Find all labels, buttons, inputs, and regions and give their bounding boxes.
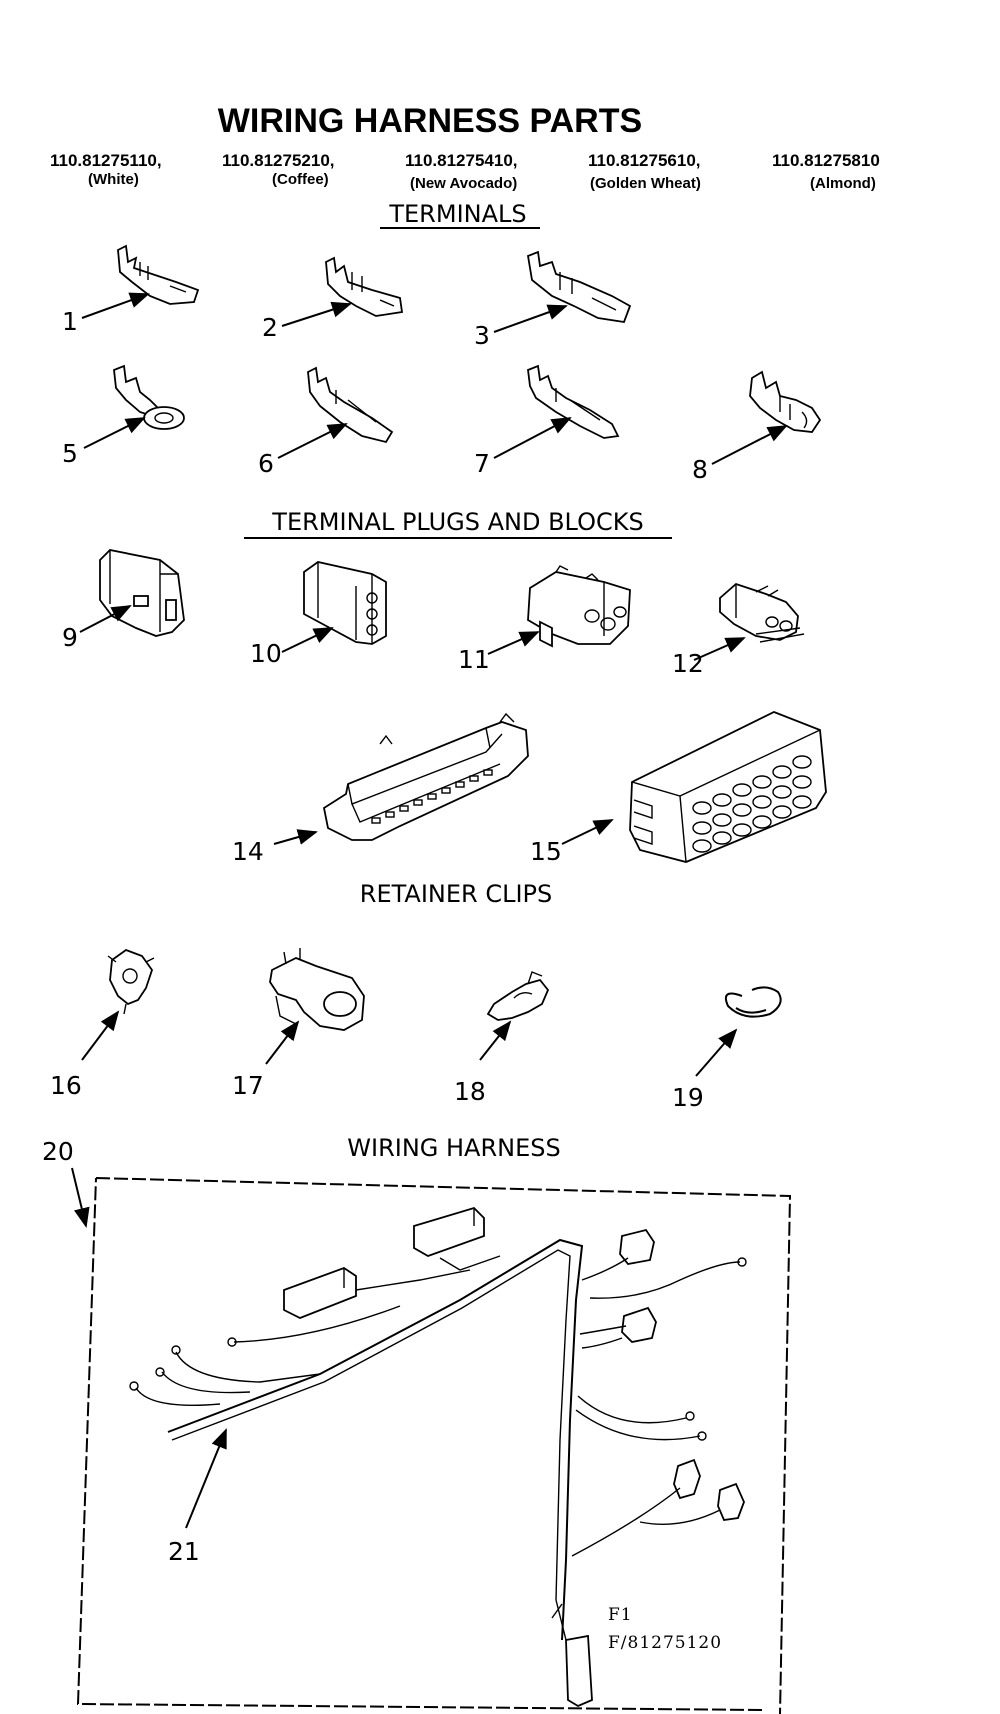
model-number: 110.81275110,	[50, 151, 162, 170]
callout-17: 17	[232, 1071, 264, 1100]
plug-part-11: 11	[458, 565, 631, 674]
callout-19: 19	[672, 1083, 704, 1112]
callout-16: 16	[50, 1071, 82, 1100]
terminal-part-3: 3	[474, 250, 632, 350]
model-color: (Almond)	[810, 175, 876, 192]
callout-5: 5	[62, 439, 78, 468]
callout-12: 12	[672, 649, 704, 678]
clip-part-18: 18	[454, 971, 550, 1106]
page-title: WIRING HARNESS PARTS	[218, 102, 642, 140]
model-color: (White)	[88, 171, 139, 188]
callout-10: 10	[250, 639, 282, 668]
callout-14: 14	[232, 837, 264, 866]
plug-part-9: 9	[62, 549, 185, 652]
terminal-part-8: 8	[692, 370, 822, 484]
harness-assembly-callout-20: 20	[42, 1137, 90, 1228]
harness-branch-callout-21: 21	[168, 1428, 227, 1566]
callout-18: 18	[454, 1077, 486, 1106]
terminal-part-5: 5	[62, 364, 185, 468]
model-color: (New Avocado)	[410, 175, 517, 192]
callout-11: 11	[458, 645, 490, 674]
terminal-part-7: 7	[474, 364, 620, 478]
terminal-slots	[371, 769, 493, 824]
callout-20: 20	[42, 1137, 74, 1166]
figure-label: F1	[608, 1605, 633, 1625]
block-cells	[692, 755, 812, 853]
wiring-harness-part-20	[129, 1206, 747, 1708]
plug-part-10: 10	[250, 561, 387, 668]
model-number: 110.81275610,	[588, 151, 701, 170]
terminal-part-1: 1	[62, 244, 200, 336]
section-title-harness: WIRING HARNESS	[347, 1134, 560, 1162]
section-title-plugs: TERMINAL PLUGS AND BLOCKS	[271, 508, 643, 536]
terminal-part-2: 2	[262, 256, 404, 342]
callout-21: 21	[168, 1537, 200, 1566]
callout-1: 1	[62, 307, 78, 336]
terminal-part-6: 6	[258, 366, 394, 478]
model-color: (Coffee)	[272, 171, 329, 188]
terminal-block-part-14: 14	[232, 712, 529, 866]
callout-2: 2	[262, 313, 278, 342]
clip-part-16: 16	[50, 948, 155, 1100]
model-number: 110.81275410,	[405, 151, 518, 170]
section-title-terminals: TERMINALS	[388, 200, 526, 228]
model-number: 110.81275210,	[222, 151, 335, 170]
callout-3: 3	[474, 321, 490, 350]
model-list: 110.81275110, 110.81275210, 110.81275410…	[50, 151, 880, 192]
callout-8: 8	[692, 455, 708, 484]
plug-part-12: 12	[672, 582, 805, 678]
model-color: (Golden Wheat)	[590, 175, 701, 192]
harness-frame	[76, 1177, 792, 1714]
clip-part-17: 17	[232, 948, 365, 1100]
clip-part-19: 19	[672, 986, 782, 1112]
section-title-clips: RETAINER CLIPS	[360, 880, 552, 908]
model-number: 110.81275810	[772, 151, 880, 170]
callout-15: 15	[530, 837, 562, 866]
terminal-block-part-15: 15	[530, 711, 827, 866]
callout-7: 7	[474, 449, 490, 478]
callout-9: 9	[62, 623, 78, 652]
figure-code: F/81275120	[608, 1633, 722, 1653]
callout-6: 6	[258, 449, 274, 478]
